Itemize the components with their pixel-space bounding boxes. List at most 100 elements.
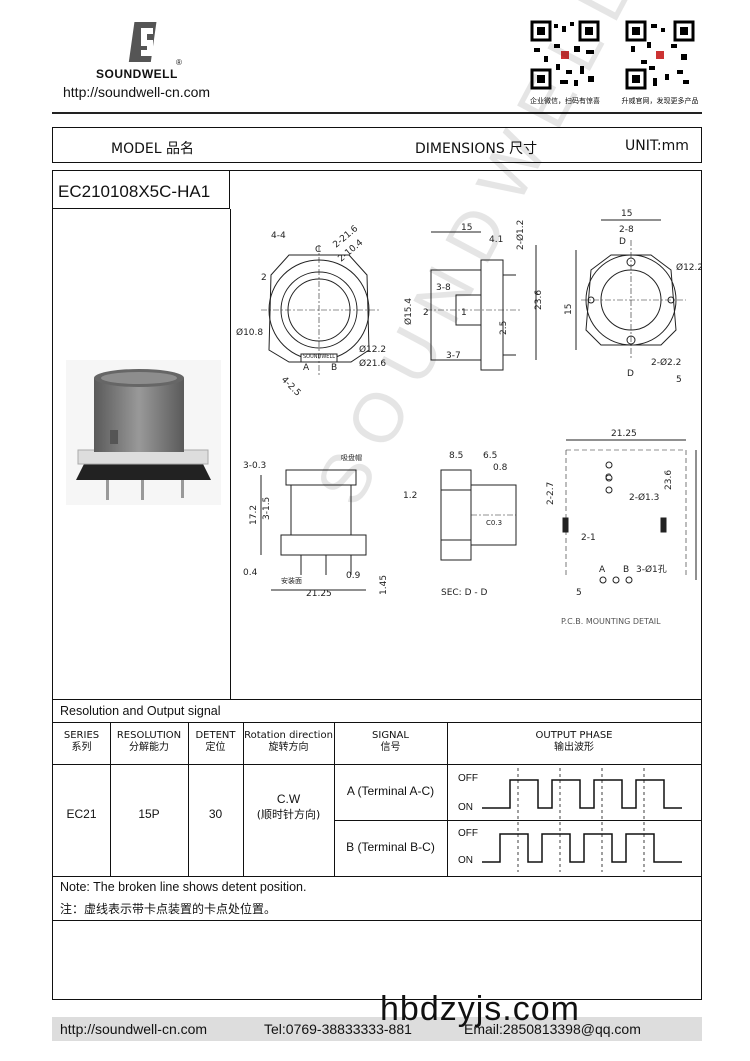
col-divider-5	[447, 722, 448, 876]
cell-detent: 30	[208, 807, 223, 821]
svg-text:2: 2	[261, 273, 267, 283]
header-website[interactable]: http://soundwell-cn.com	[63, 84, 211, 100]
svg-text:6.5: 6.5	[483, 451, 497, 461]
svg-text:Ø15.4: Ø15.4	[403, 298, 414, 325]
svg-text:Ø12.2: Ø12.2	[676, 262, 701, 273]
qr-caption-right: 升威官网，发现更多产品	[621, 97, 699, 105]
note-english: Note: The broken line shows detent posit…	[60, 880, 307, 894]
qr-caption-left: 企业微信，扫码有惊喜	[530, 97, 600, 105]
footer-email[interactable]: Email:2850813398@qq.com	[464, 1021, 641, 1037]
qr-code-website	[625, 20, 695, 90]
svg-text:1.45: 1.45	[379, 575, 389, 595]
svg-text:5: 5	[676, 375, 682, 385]
cell-resolution: 15P	[138, 807, 160, 821]
svg-text:3-0.3: 3-0.3	[243, 461, 266, 471]
footer-tel: Tel:0769-38833333-881	[264, 1021, 412, 1037]
footer-bar: http://soundwell-cn.com Tel:0769-3883333…	[52, 1017, 702, 1041]
svg-text:0.9: 0.9	[346, 571, 361, 581]
resolution-title: Resolution and Output signal	[60, 704, 221, 718]
svg-text:4.1: 4.1	[489, 235, 503, 245]
svg-text:23.6: 23.6	[534, 290, 544, 310]
svg-text:2.5: 2.5	[499, 321, 509, 335]
svg-text:21.25: 21.25	[306, 589, 332, 599]
svg-text:8.5: 8.5	[449, 451, 463, 461]
svg-text:A: A	[599, 565, 606, 575]
header-divider	[52, 112, 702, 114]
table-bottom-line	[53, 876, 701, 877]
svg-text:2-8: 2-8	[619, 225, 634, 235]
svg-text:吸盘帽: 吸盘帽	[341, 453, 362, 462]
phase-a-off-label: OFF	[458, 773, 478, 784]
svg-text:1.2: 1.2	[403, 491, 417, 501]
output-phase-waveform	[482, 768, 682, 872]
note-chinese: 注：虚线表示带卡点装置的卡点处位置。	[60, 902, 277, 916]
svg-text:3-7: 3-7	[446, 351, 461, 361]
footer-website[interactable]: http://soundwell-cn.com	[60, 1021, 208, 1037]
pcb-view	[562, 439, 697, 584]
svg-text:4-2.5: 4-2.5	[279, 375, 303, 399]
svg-text:2-Ø2.2: 2-Ø2.2	[651, 357, 681, 368]
svg-text:15: 15	[621, 209, 632, 219]
dimensions-label: DIMENSIONS 尺寸	[415, 141, 538, 157]
svg-text:15: 15	[461, 223, 472, 233]
svg-text:C: C	[315, 245, 321, 255]
svg-text:D: D	[627, 369, 634, 379]
svg-text:2: 2	[423, 308, 429, 318]
svg-text:C0.3: C0.3	[486, 519, 502, 527]
svg-text:3-Ø1孔: 3-Ø1孔	[636, 564, 667, 575]
svg-text:2-2.7: 2-2.7	[546, 482, 556, 505]
col-divider-1	[110, 722, 111, 876]
cell-series: EC21	[66, 807, 97, 821]
section-divider	[53, 699, 701, 700]
svg-text:2-Ø1.3: 2-Ø1.3	[629, 492, 659, 503]
col-divider-4	[334, 722, 335, 876]
svg-text:15: 15	[564, 304, 574, 315]
svg-text:1: 1	[461, 308, 467, 318]
svg-text:2-1: 2-1	[581, 533, 596, 543]
side-view	[426, 231, 537, 371]
phase-b-off-label: OFF	[458, 828, 478, 839]
svg-text:3-1.5: 3-1.5	[262, 497, 272, 520]
svg-text:0.8: 0.8	[493, 463, 508, 473]
qr-code-wechat	[530, 20, 600, 90]
svg-text:B: B	[623, 565, 629, 575]
svg-text:Ø10.8: Ø10.8	[236, 327, 263, 338]
svg-text:C: C	[605, 473, 611, 483]
col-divider-2	[188, 722, 189, 876]
svg-text:23.6: 23.6	[664, 470, 674, 490]
section-view	[440, 469, 517, 561]
col-divider-3	[243, 722, 244, 876]
drawing-frame	[52, 170, 702, 1000]
product-photo	[66, 360, 221, 510]
svg-text:Ø21.6: Ø21.6	[359, 358, 386, 369]
table-header-line	[53, 764, 701, 765]
cell-rotation: C.W (顺时针方向)	[256, 792, 321, 821]
svg-text:17.2: 17.2	[249, 505, 259, 525]
svg-text:5: 5	[576, 588, 582, 598]
table-signal-line	[334, 820, 701, 821]
svg-text:SEC: D - D: SEC: D - D	[441, 588, 487, 598]
svg-text:B: B	[331, 363, 337, 373]
brand-name: SOUNDWELL	[96, 67, 178, 81]
svg-text:21.25: 21.25	[611, 429, 637, 439]
svg-text:2-Ø1.2: 2-Ø1.2	[515, 220, 526, 250]
registered-mark: ®	[176, 58, 182, 67]
site-watermark: hbdzyjs.com	[380, 990, 580, 1028]
top-view	[261, 245, 381, 375]
soundwell-logo	[95, 18, 205, 71]
back-view	[575, 219, 686, 360]
title-bar: MODEL 品名 DIMENSIONS 尺寸 UNIT:mm	[52, 127, 702, 163]
svg-text:P.C.B. MOUNTING DETAIL: P.C.B. MOUNTING DETAIL	[561, 617, 661, 626]
phase-b-on-label: ON	[458, 855, 473, 866]
svg-text:Ø12.2: Ø12.2	[359, 344, 386, 355]
table-top-line	[53, 722, 701, 723]
front-view	[260, 469, 367, 591]
svg-text:安装面: 安装面	[281, 576, 302, 585]
svg-text:A: A	[303, 363, 310, 373]
svg-text:SOUNDWELL: SOUNDWELL	[303, 354, 335, 360]
